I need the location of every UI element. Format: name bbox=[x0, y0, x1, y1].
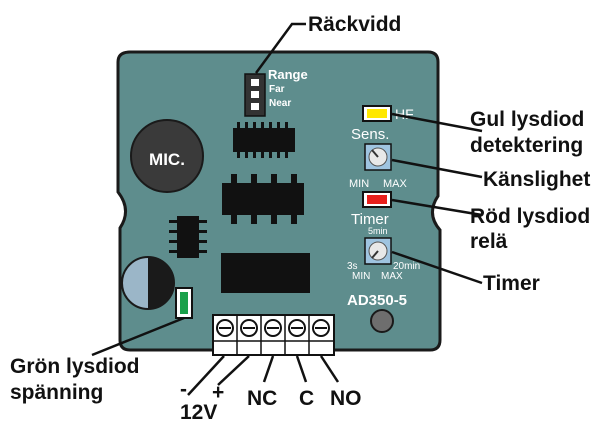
jumper-pin-3 bbox=[251, 103, 259, 110]
callout-kanslighet: Känslighet bbox=[483, 168, 590, 191]
callout-timer: Timer bbox=[483, 272, 540, 295]
sensor-circle bbox=[121, 256, 175, 310]
callout-rackvidd: Räckvidd bbox=[308, 13, 401, 36]
red-led-light bbox=[367, 195, 387, 204]
timer-max-label: MAX bbox=[381, 271, 403, 282]
timer-20min-label: 20min bbox=[393, 261, 420, 272]
callout-gul-1: Gul lysdiod bbox=[470, 108, 584, 131]
jumper-pin-1 bbox=[251, 79, 259, 86]
callout-gron-1: Grön lysdiod bbox=[10, 355, 140, 378]
green-led-light bbox=[180, 292, 188, 314]
terminal-no: NO bbox=[330, 387, 362, 410]
jumper-pin-2 bbox=[251, 91, 259, 98]
far-label: Far bbox=[269, 84, 285, 95]
ic-left bbox=[169, 216, 207, 258]
terminal-voltage: 12V bbox=[180, 401, 217, 424]
terminal-nc: NC bbox=[247, 387, 277, 410]
mounting-hole bbox=[370, 309, 394, 333]
model-label: AD350-5 bbox=[347, 292, 407, 309]
ic-small-top bbox=[233, 122, 295, 158]
timer-5min-label: 5min bbox=[368, 226, 388, 236]
sensitivity-pot bbox=[364, 143, 392, 171]
callout-rod-1: Röd lysdiod bbox=[470, 205, 590, 228]
callout-rod-2: relä bbox=[470, 230, 508, 253]
mic-label: MIC. bbox=[149, 150, 185, 169]
timer-pot bbox=[364, 237, 392, 265]
callout-gron-2: spänning bbox=[10, 381, 103, 404]
near-label: Near bbox=[269, 98, 291, 109]
leader-lines bbox=[91, 22, 483, 396]
timer-board-label: Timer bbox=[351, 211, 389, 228]
range-label: Range bbox=[268, 67, 308, 82]
mic-circle bbox=[130, 119, 204, 193]
sens-max-label: MAX bbox=[383, 178, 408, 190]
relay bbox=[221, 253, 310, 293]
timer-3s-label: 3s bbox=[347, 261, 358, 272]
yellow-led-light bbox=[367, 109, 387, 118]
terminal-c: C bbox=[299, 387, 314, 410]
sens-min-label: MIN bbox=[349, 178, 369, 190]
terminal-minus: - bbox=[180, 378, 187, 401]
callout-gul-2: detektering bbox=[470, 134, 583, 157]
timer-min-label: MIN bbox=[352, 271, 370, 282]
terminal-plus: + bbox=[212, 381, 224, 404]
sens-label: Sens. bbox=[351, 126, 389, 143]
ic-middle bbox=[222, 174, 304, 224]
